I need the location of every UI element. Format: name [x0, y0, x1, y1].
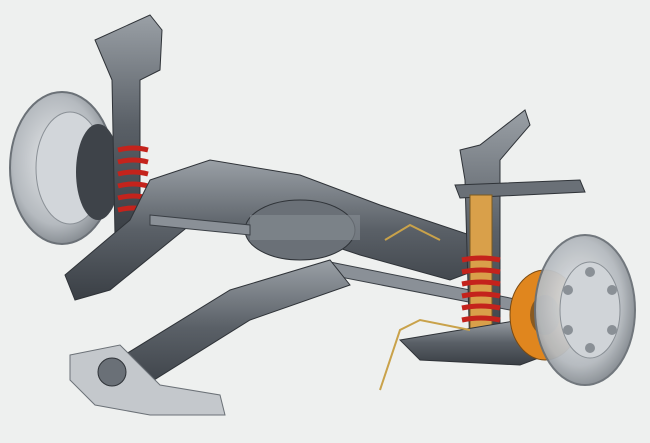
- brake-line: [384, 223, 441, 241]
- brake-line: [379, 318, 471, 391]
- right-wheel: [534, 234, 636, 386]
- upper-control-arm: [454, 179, 586, 199]
- subframe-crossmember: [64, 159, 491, 301]
- left-drive-shaft: [149, 214, 251, 236]
- bushing: [97, 357, 127, 387]
- right-coil-spring: [461, 255, 501, 323]
- left-strut-bracket: [94, 14, 163, 236]
- differential-housing: [244, 199, 360, 261]
